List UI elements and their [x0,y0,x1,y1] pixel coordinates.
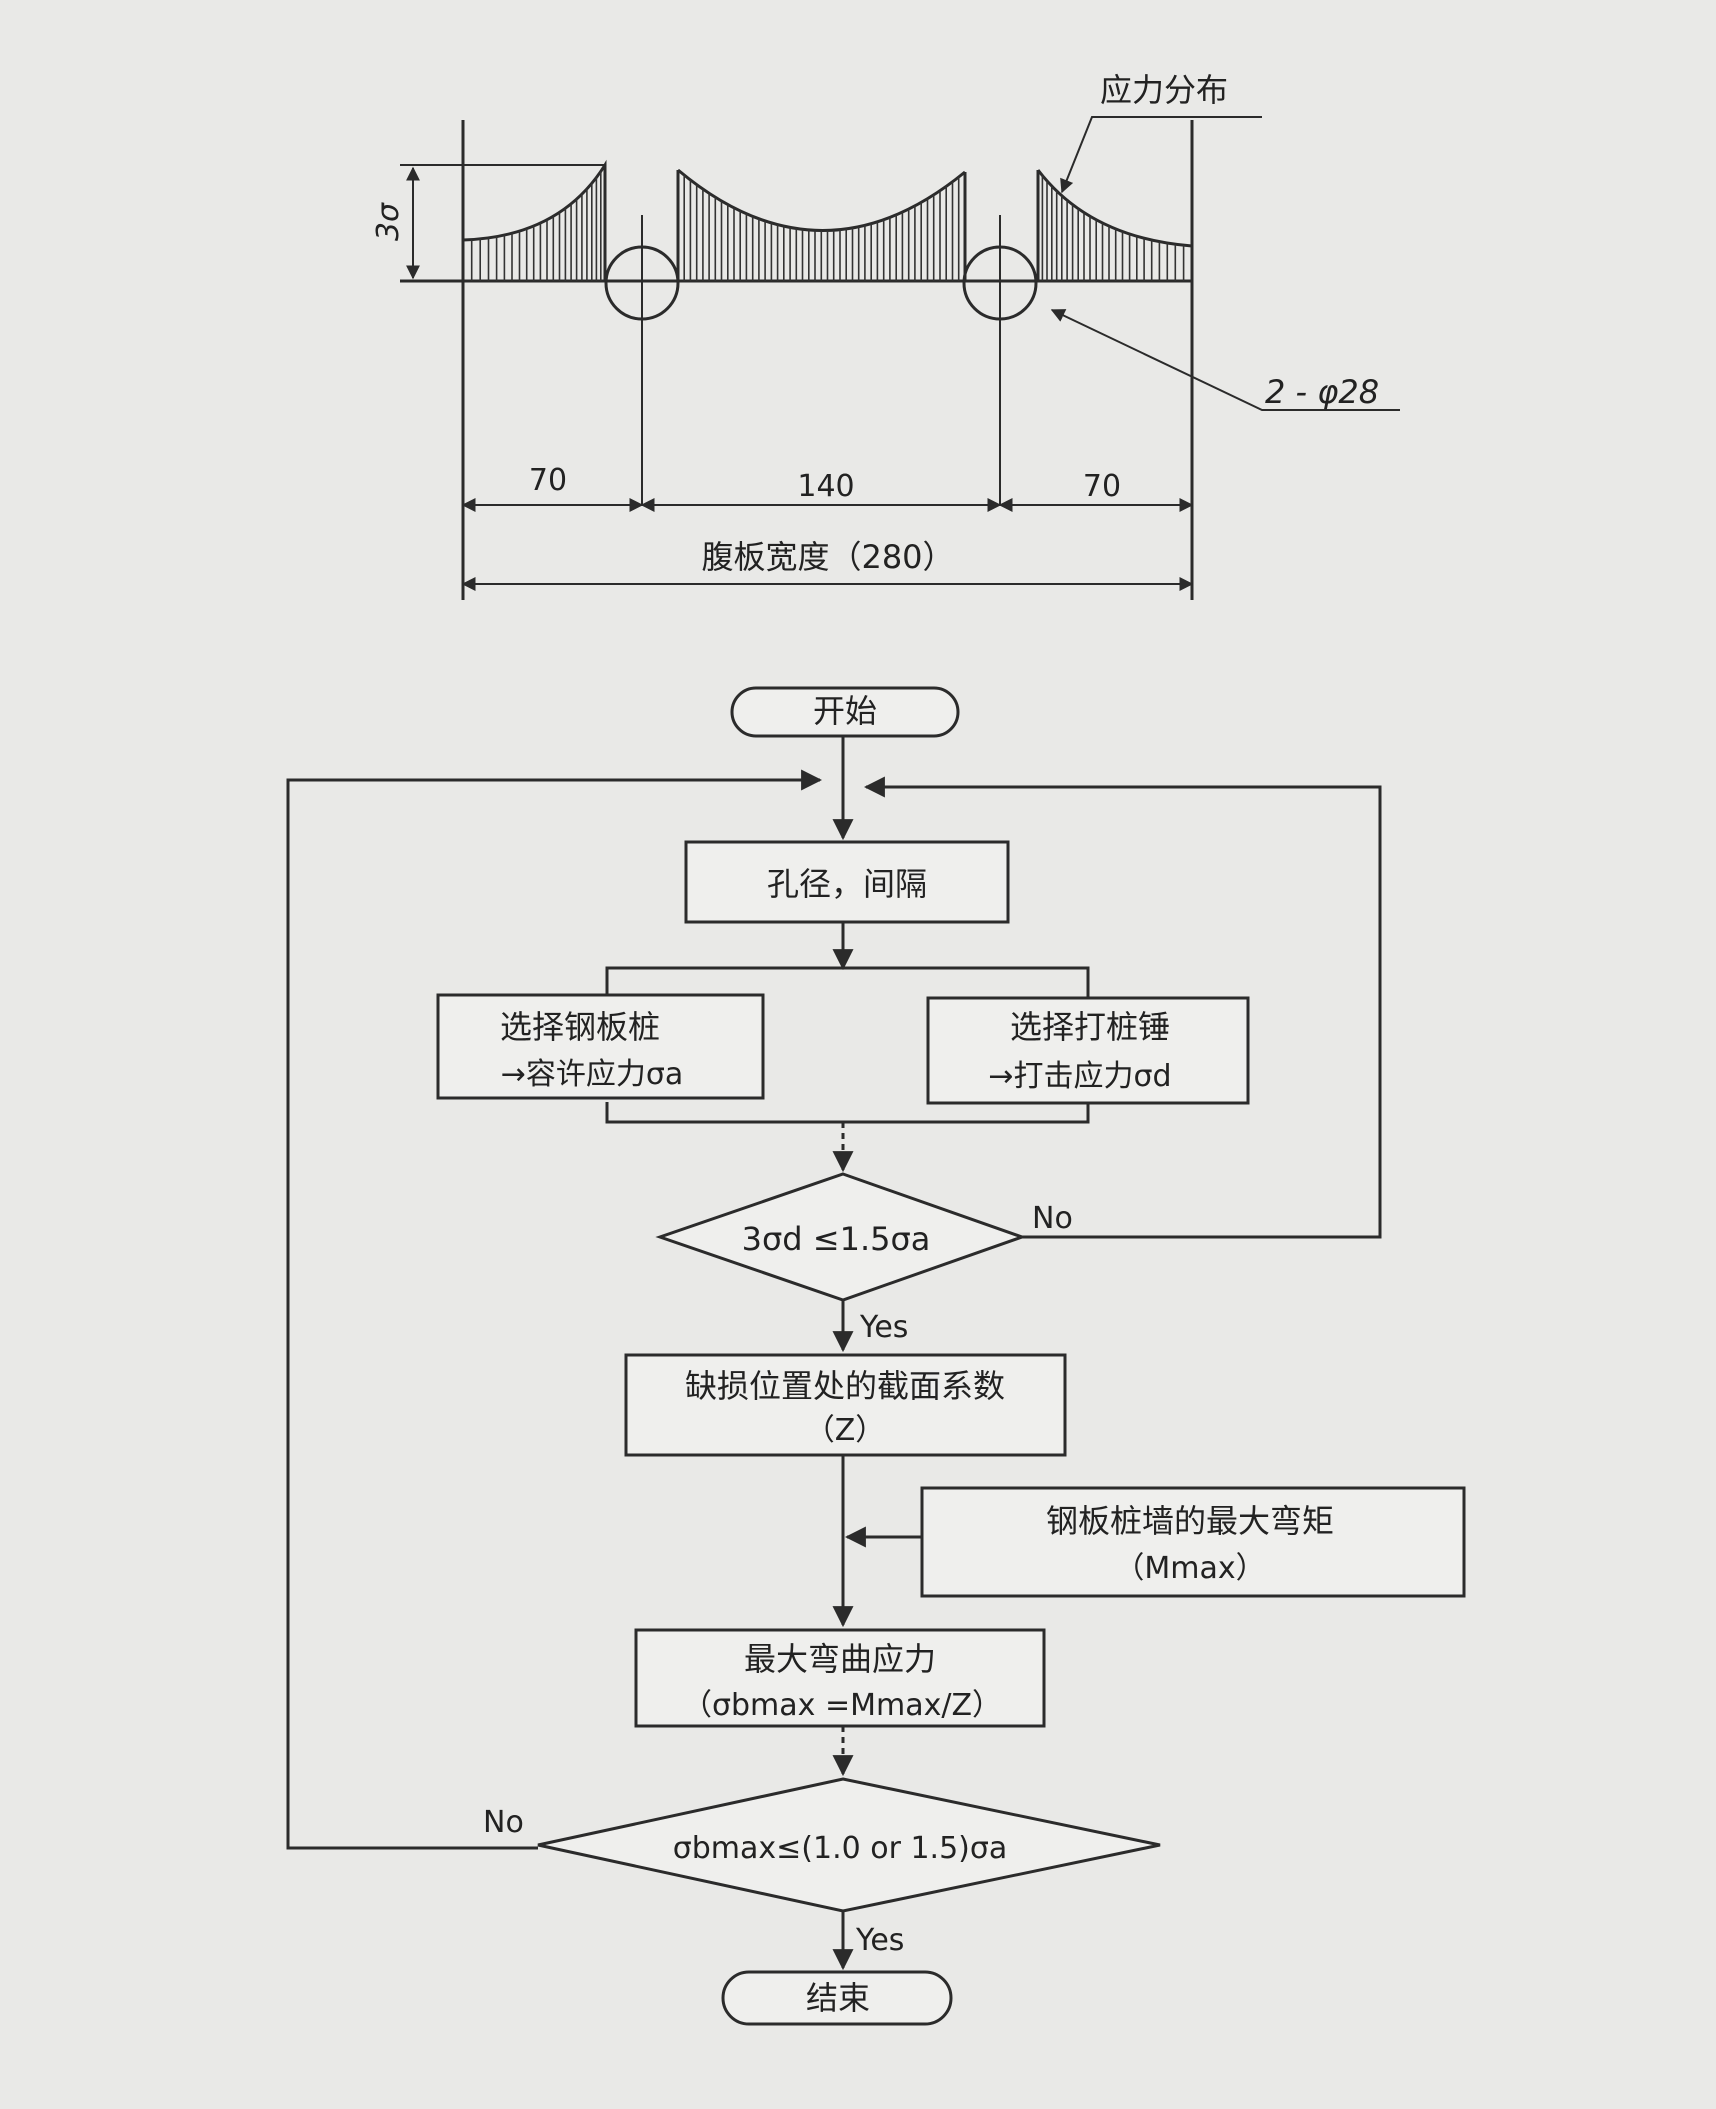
decision2-yes-label: Yes [855,1923,904,1958]
start-label: 开始 [813,692,877,730]
bending-stress-box [634,1628,1046,1728]
dim-right-label: 70 [1083,469,1121,504]
dim-left-label: 70 [529,463,567,498]
select-hammer-box [926,996,1250,1105]
hole-size-box [684,840,1010,924]
select-hammer-line2: →打击应力σd [988,1059,1171,1094]
end-terminal [721,1970,953,2026]
max-moment-box [920,1486,1466,1598]
section-modulus-line1: 缺损位置处的截面系数 [685,1367,1005,1405]
max-moment-line1: 钢板桩墙的最大弯矩 [1046,1502,1334,1540]
dim-middle-label: 140 [797,469,854,504]
select-pile-box [436,993,765,1100]
hole-left [604,245,680,321]
hole-right [962,245,1038,321]
select-hammer-line1: 选择打桩锤 [1010,1008,1170,1046]
decision2-label: σbmax≤(1.0 or 1.5)σa [673,1831,1008,1866]
web-width-label: 腹板宽度（280） [701,538,954,576]
decision1-yes-label: Yes [859,1310,908,1345]
split-bracket-top [605,966,1090,1000]
section-modulus-line2: （Z） [805,1413,886,1448]
stress-label-leader [1060,116,1262,194]
end-label: 结束 [806,1979,870,2017]
hole-size-label: 孔径，间隔 [767,865,927,903]
select-pile-line1: 选择钢板桩 [500,1008,660,1046]
stress-hatching [470,171,1185,281]
flowchart: 开始 孔径，间隔 选择钢板桩 →容许应力σa 选择打桩锤 →打击应力σd 3σd… [286,686,1466,2026]
hole-label: 2 - φ28 [1265,373,1379,411]
stress-distribution-diagram: 3σ 应力分布 2 - φ28 70 140 70 腹板宽度（280） [371,71,1400,600]
decision1-no-label: No [1032,1201,1073,1236]
decision2-no-loop [286,769,823,1850]
split-bracket-bottom [605,1102,1090,1124]
height-label: 3σ [371,202,406,241]
stress-curve-left [462,159,607,281]
decision1-no-loop [863,776,1382,1239]
max-moment-line2: （Mmax） [1114,1551,1265,1586]
section-modulus-box [624,1353,1067,1457]
decision1-label: 3σd ≤1.5σa [742,1220,931,1258]
decision2-no-label: No [483,1805,524,1840]
stress-distribution-label: 应力分布 [1100,71,1228,109]
start-terminal [730,686,960,738]
bending-stress-line2: （σbmax =Mmax/Z） [682,1688,1002,1723]
bending-stress-line1: 最大弯曲应力 [744,1640,936,1678]
hole-label-leader [1050,309,1400,411]
select-pile-line2: →容许应力σa [501,1057,684,1092]
